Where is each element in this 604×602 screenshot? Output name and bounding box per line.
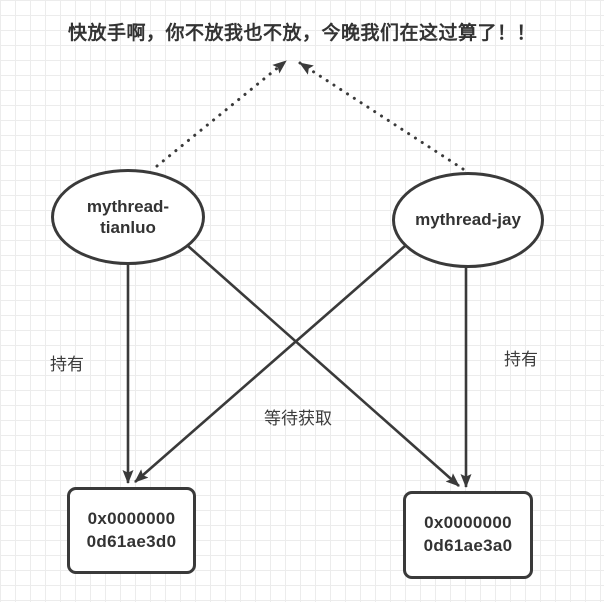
thread-node-label-line: tianluo (100, 218, 156, 237)
diagram-title: 快放手啊，你不放我也不放，今晚我们在这过算了！！ (67, 23, 536, 44)
thread-node-tianluo: mythread- tianluo (51, 169, 205, 265)
lock-address-line: 0d61ae3a0 (423, 536, 513, 555)
edge-label-waiting: 等待获取 (264, 409, 332, 428)
thread-node-label: mythread-jay (415, 210, 521, 230)
thread-node-label-line: mythread- (86, 196, 170, 216)
edge-label-holds-right: 持有 (504, 350, 538, 369)
arrow-tianluo-waits-lock-right (187, 245, 460, 487)
lock-node-left: 0x0000000 0d61ae3d0 (67, 487, 196, 574)
dotted-arrow-tianluo-to-title (155, 59, 288, 168)
lock-address-line: 0d61ae3d0 (86, 531, 177, 551)
arrow-jay-waits-lock-left (134, 245, 406, 483)
lock-address-line: 0x0000000 (87, 508, 176, 528)
edge-label-holds-left: 持有 (50, 355, 84, 374)
dotted-arrow-jay-to-title (298, 61, 465, 171)
lock-address-line: 0x0000000 (424, 513, 512, 533)
thread-node-jay: mythread-jay (392, 172, 544, 268)
lock-node-right: 0x0000000 0d61ae3a0 (403, 491, 533, 579)
